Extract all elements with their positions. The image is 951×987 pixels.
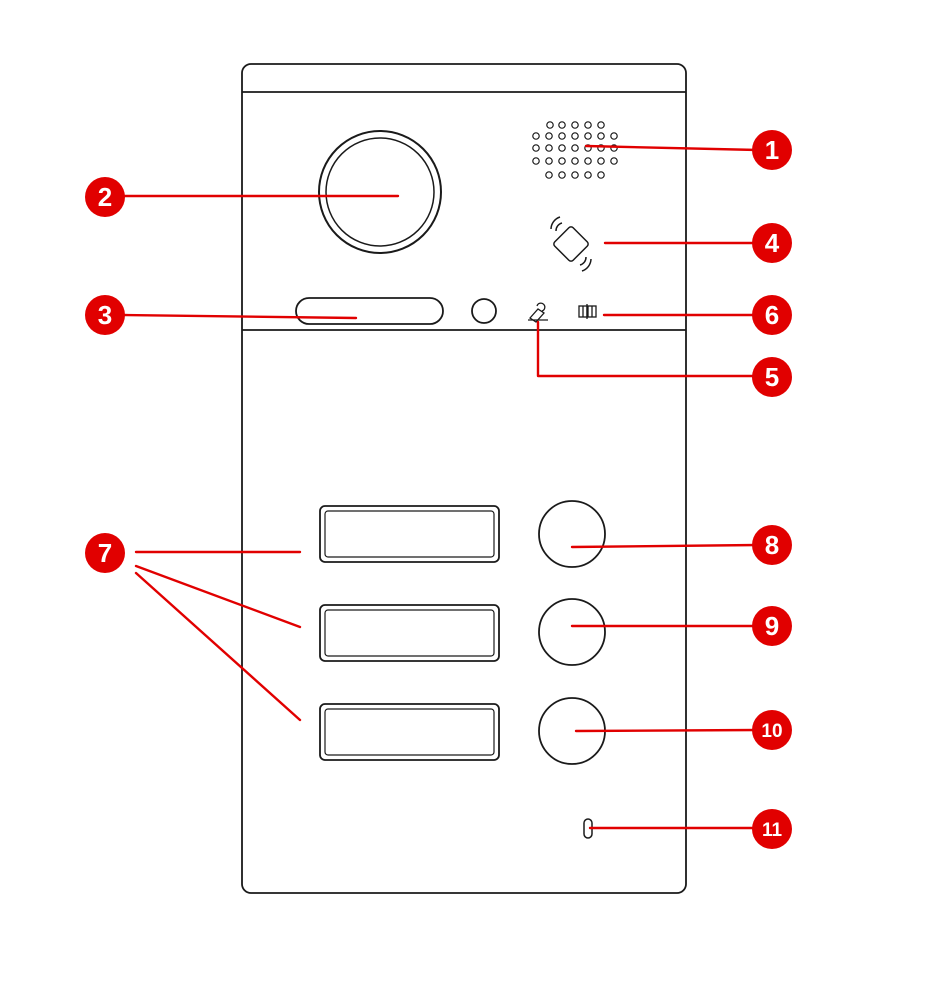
grille-hole: [558, 132, 566, 140]
grille-hole: [571, 121, 579, 129]
callout-8: 8: [752, 525, 792, 565]
svg-text:10: 10: [761, 721, 782, 742]
call-button-2: [538, 598, 606, 666]
grille-hole: [610, 132, 618, 140]
rfid-card-icon: [550, 216, 592, 272]
callout-9: 9: [752, 606, 792, 646]
grille-hole: [597, 157, 605, 165]
unlock-icon: [528, 302, 548, 323]
callout-5: 5: [752, 357, 792, 397]
door-icon: [578, 304, 597, 319]
door-station-panel: [241, 63, 687, 894]
grille-hole: [597, 144, 605, 152]
callout-10: 10: [752, 710, 792, 750]
grille-hole: [532, 157, 540, 165]
grille-hole: [584, 157, 592, 165]
grille-hole: [597, 121, 605, 129]
svg-text:1: 1: [765, 135, 779, 165]
panel-outline: [241, 63, 687, 894]
grille-hole: [610, 157, 618, 165]
grille-hole: [558, 121, 566, 129]
svg-text:2: 2: [98, 182, 112, 212]
name-label-window-2: [319, 604, 500, 662]
svg-text:7: 7: [98, 538, 112, 568]
name-label-windows: [319, 505, 500, 761]
grille-hole: [571, 144, 579, 152]
callout-3: 3: [85, 295, 125, 335]
leader-lines: [122, 144, 760, 830]
grille-hole: [584, 144, 592, 152]
grille-hole: [610, 144, 618, 152]
svg-text:4: 4: [765, 228, 780, 258]
leader-8: [570, 543, 760, 549]
callout-2: 2: [85, 177, 125, 217]
grille-hole: [571, 157, 579, 165]
svg-text:9: 9: [765, 611, 779, 641]
leader-7c: [134, 571, 302, 722]
grille-hole: [571, 132, 579, 140]
svg-text:5: 5: [765, 362, 779, 392]
callout-1: 1: [752, 130, 792, 170]
speaker-grille: [532, 121, 618, 179]
grille-hole: [532, 144, 540, 152]
grille-hole: [545, 144, 553, 152]
grille-hole: [584, 132, 592, 140]
grille-hole: [584, 171, 592, 179]
grille-hole: [597, 171, 605, 179]
callout-badges: 1 2 3 4 5 6 7 8: [85, 130, 792, 849]
grille-hole: [545, 132, 553, 140]
leader-3: [122, 313, 358, 320]
leader-1: [584, 144, 760, 152]
grille-hole: [546, 121, 554, 129]
callout-6: 6: [752, 295, 792, 335]
leader-7b: [134, 564, 302, 629]
grille-hole: [584, 121, 592, 129]
grille-hole: [532, 132, 540, 140]
sensor-hole: [471, 298, 497, 324]
svg-text:11: 11: [762, 820, 783, 841]
grille-hole: [597, 132, 605, 140]
camera-lens: [318, 130, 442, 254]
callout-4: 4: [752, 223, 792, 263]
leader-5: [536, 320, 760, 378]
callout-7: 7: [85, 533, 125, 573]
grille-hole: [571, 171, 579, 179]
svg-text:3: 3: [98, 300, 112, 330]
svg-text:8: 8: [765, 530, 779, 560]
svg-text:6: 6: [765, 300, 779, 330]
leader-10: [574, 728, 760, 733]
call-button-1: [538, 500, 606, 568]
light-slot: [295, 297, 444, 325]
grille-hole: [558, 171, 566, 179]
callout-11: 11: [752, 809, 792, 849]
grille-hole: [545, 171, 553, 179]
grille-hole: [558, 144, 566, 152]
name-label-window-3: [319, 703, 500, 761]
name-label-window-1: [319, 505, 500, 563]
grille-hole: [545, 157, 553, 165]
grille-hole: [558, 157, 566, 165]
